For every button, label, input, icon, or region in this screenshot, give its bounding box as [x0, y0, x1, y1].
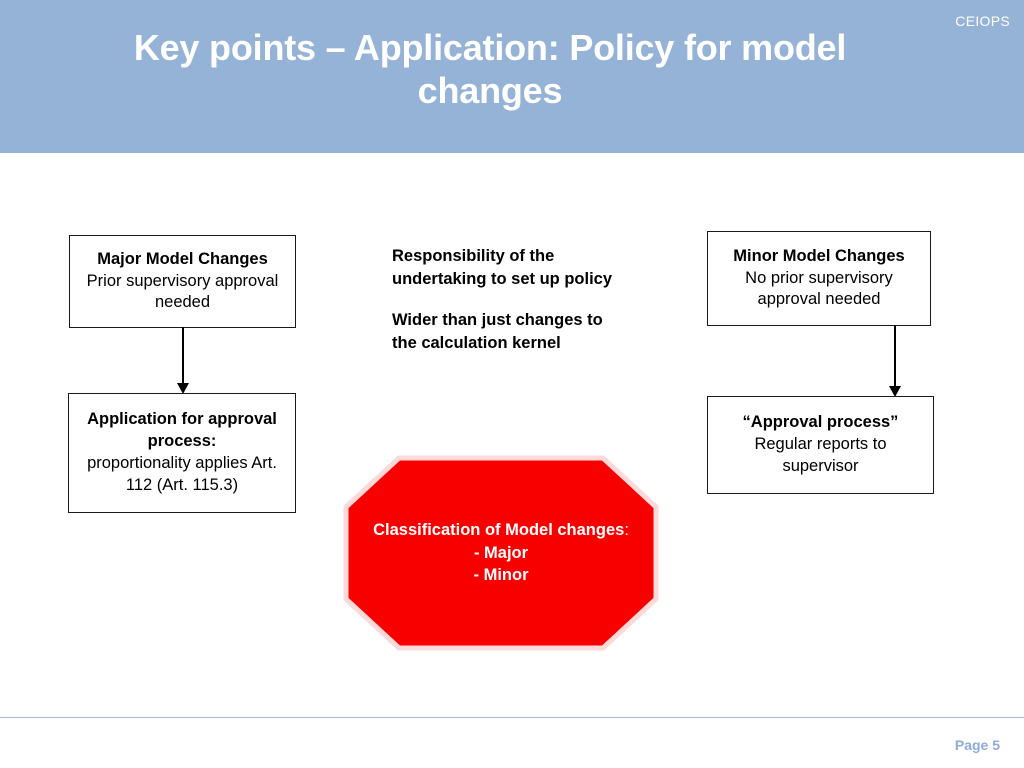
octagon-line-classification-text: Classification of Model changes [373, 520, 625, 539]
box-minor-model-changes-title: Minor Model Changes [733, 246, 905, 265]
box-approval-process-body: Regular reports to supervisor [754, 435, 887, 475]
commentary-paragraph-wider-than: Wider than just changes to the calculati… [392, 311, 603, 353]
box-application-for-approval-process-body: proportionality applies Art. 112 (Art. 1… [87, 454, 277, 494]
octagon-shape-icon [343, 455, 659, 651]
ceiops-logo: CEIOPS [955, 13, 1010, 29]
box-approval-process-title: “Approval process” [742, 413, 899, 432]
page-title: Key points – Application: Policy for mod… [133, 27, 847, 112]
octagon-line-minor: - Minor [473, 566, 529, 585]
box-application-for-approval-process: Application for approval process: propor… [68, 393, 296, 513]
commentary-paragraph-responsibility: Responsibility of the undertaking to set… [392, 247, 613, 289]
box-major-model-changes: Major Model Changes Prior supervisory ap… [69, 235, 296, 328]
box-application-for-approval-process-title: Application for approval process: [87, 410, 277, 451]
commentary-text-block: Responsibility of the undertaking to set… [392, 245, 632, 355]
box-minor-model-changes-body: No prior supervisory approval needed [745, 268, 893, 309]
arrow-head-icon [888, 386, 901, 397]
arrow-major-to-application [176, 327, 189, 394]
footer-divider [0, 717, 1024, 718]
box-major-model-changes-body: Prior supervisory approval needed [86, 271, 279, 312]
box-minor-model-changes: Minor Model Changes No prior supervisory… [707, 231, 931, 326]
box-major-model-changes-title: Major Model Changes [97, 249, 268, 268]
box-approval-process: “Approval process” Regular reports to su… [707, 396, 934, 494]
page-number: Page 5 [954, 737, 1000, 753]
octagon-line-classification: Classification of Model changes: [373, 519, 629, 542]
octagon-line-classification-colon: : [624, 520, 629, 539]
arrow-shaft [893, 325, 896, 387]
arrow-minor-to-approval [888, 325, 901, 397]
arrow-head-icon [176, 383, 189, 394]
octagon-line-major: - Major [473, 543, 529, 562]
octagon-label-group: Classification of Model changes: - Major… [343, 455, 659, 651]
slide-header-band: CEIOPS Key points – Application: Policy … [0, 0, 1024, 153]
arrow-shaft [181, 327, 184, 384]
octagon-classification-of-model-changes: Classification of Model changes: - Major… [343, 455, 659, 651]
